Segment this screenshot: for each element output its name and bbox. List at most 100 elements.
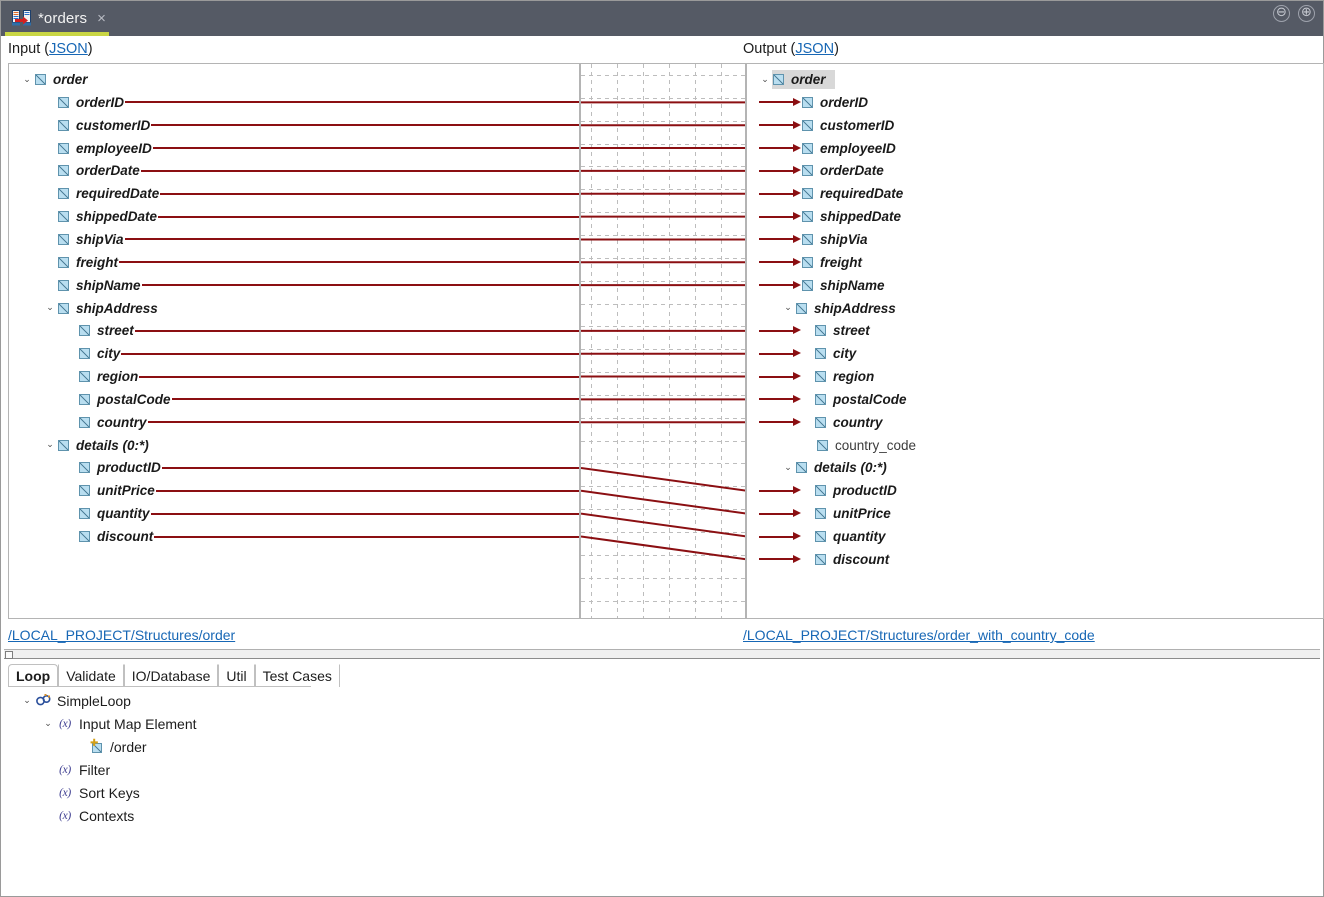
element-node-icon [58, 119, 69, 131]
output-label-prefix: Output ( [743, 41, 796, 57]
input-node-label: discount [97, 529, 154, 544]
input-tree-row[interactable]: shipName [42, 274, 141, 297]
mapping-grid-pane[interactable] [580, 63, 746, 619]
output-tree-row[interactable]: region [799, 365, 874, 388]
output-tree-row[interactable]: postalCode [799, 388, 907, 411]
output-format-link[interactable]: JSON [795, 41, 835, 57]
title-bar: *orders × ⊖ ⊕ [1, 1, 1323, 36]
twisty-expanded-icon[interactable]: ⌄ [46, 440, 54, 451]
output-connector-arrow [759, 375, 793, 378]
output-tree-row[interactable]: freight [786, 251, 862, 274]
loop-tree-row[interactable]: (x)Filter [40, 758, 110, 781]
input-node-label: unitPrice [97, 483, 155, 499]
minimize-icon[interactable]: ⊖ [1273, 5, 1290, 22]
input-structure-path-link[interactable]: /LOCAL_PROJECT/Structures/order [8, 627, 236, 643]
output-tree-row[interactable]: orderDate [786, 159, 884, 182]
grid-hline [581, 143, 745, 145]
output-structure-path-link[interactable]: /LOCAL_PROJECT/Structures/order_with_cou… [743, 627, 1095, 643]
output-tree-row[interactable]: country_code [801, 434, 916, 457]
output-tree-row[interactable]: productID [799, 479, 897, 502]
horizontal-splitter[interactable] [4, 649, 1320, 659]
twisty-expanded-icon[interactable]: ⌄ [44, 718, 52, 729]
close-icon[interactable]: × [97, 9, 106, 27]
bottom-tab-test-cases[interactable]: Test Cases [254, 664, 340, 687]
output-tree-row[interactable]: discount [799, 548, 889, 571]
input-tree-row[interactable]: employeeID [42, 137, 152, 160]
output-tree-row[interactable]: ⌄order [757, 68, 825, 91]
twisty-expanded-icon[interactable]: ⌄ [23, 74, 31, 85]
output-node-label: discount [833, 551, 890, 567]
output-tree-row[interactable]: shippedDate [786, 205, 901, 228]
input-tree-row[interactable]: orderID [42, 91, 124, 114]
input-tree-row[interactable]: country [63, 411, 147, 434]
twisty-expanded-icon[interactable]: ⌄ [23, 695, 31, 706]
input-connector-line [156, 489, 579, 492]
bottom-tab-loop[interactable]: Loop [8, 664, 59, 687]
output-tree-row[interactable]: shipName [786, 274, 885, 297]
input-tree-row[interactable]: street [63, 319, 134, 342]
output-tree-row[interactable]: city [799, 342, 856, 365]
input-format-link[interactable]: JSON [49, 41, 88, 57]
output-tree-row[interactable]: ⌄details (0:*) [780, 456, 887, 479]
input-tree-row[interactable]: orderDate [42, 159, 140, 182]
loop-tree-row[interactable]: ⌄SimpleLoop [19, 689, 131, 712]
bottom-tab-validate[interactable]: Validate [58, 664, 124, 687]
element-node-icon [802, 256, 813, 268]
input-tree-row[interactable]: productID [63, 456, 161, 479]
loop-node-label: Sort Keys [79, 784, 140, 801]
output-arrow-head [793, 486, 801, 495]
twisty-expanded-icon[interactable]: ⌄ [46, 303, 54, 313]
loop-tree-row[interactable]: (x)Contexts [40, 804, 134, 827]
output-tree-row[interactable]: country [799, 411, 883, 434]
twisty-expanded-icon[interactable]: ⌄ [784, 462, 792, 473]
input-tree-row[interactable]: ⌄shipAddress [42, 297, 158, 320]
grid-vline [695, 64, 696, 618]
output-tree-row[interactable]: requiredDate [786, 182, 903, 205]
grid-vline [669, 64, 670, 618]
output-tree-row[interactable]: shipVia [786, 228, 868, 251]
input-tree-row[interactable]: freight [42, 251, 118, 274]
element-node-icon [802, 165, 813, 177]
input-tree-row[interactable]: shippedDate [42, 205, 157, 228]
grid-hline [581, 120, 745, 122]
grid-hline [581, 349, 745, 351]
output-tree-row[interactable]: orderID [786, 91, 868, 114]
mapping-connector [581, 535, 745, 561]
output-arrow-head [793, 143, 801, 152]
output-tree-row[interactable]: employeeID [786, 137, 896, 160]
input-tree-row[interactable]: requiredDate [42, 182, 159, 205]
input-tree-row[interactable]: ⌄order [19, 68, 87, 91]
output-tree-row[interactable]: street [799, 319, 870, 342]
input-panel-label: Input (JSON) [8, 41, 93, 57]
input-tree-row[interactable]: discount [63, 525, 153, 548]
tab-title: *orders [38, 9, 88, 27]
output-tree-row[interactable]: ⌄shipAddress [780, 297, 896, 320]
twisty-expanded-icon[interactable]: ⌄ [761, 74, 769, 85]
output-tree-row[interactable]: customerID [786, 114, 894, 137]
output-tree-row[interactable]: unitPrice [799, 502, 891, 525]
bottom-tab-io-database[interactable]: IO/Database [123, 664, 219, 687]
output-connector-arrow [759, 238, 793, 241]
maximize-icon[interactable]: ⊕ [1298, 5, 1315, 22]
input-tree-row[interactable]: ⌄details (0:*) [42, 434, 149, 457]
input-tree-row[interactable]: city [63, 342, 120, 365]
input-tree-row[interactable]: customerID [42, 114, 150, 137]
input-node-label: city [97, 346, 121, 362]
input-tree-row[interactable]: region [63, 365, 138, 388]
loop-tree-row[interactable]: (x)Sort Keys [40, 781, 140, 804]
output-node-label: freight [820, 254, 862, 270]
input-tree-row[interactable]: quantity [63, 502, 150, 525]
input-tree-row[interactable]: unitPrice [63, 479, 155, 502]
input-tree-row[interactable]: postalCode [63, 388, 171, 411]
bottom-tab-util[interactable]: Util [218, 664, 255, 687]
twisty-expanded-icon[interactable]: ⌄ [784, 303, 792, 313]
output-connector-arrow [759, 192, 793, 195]
loop-tree-row[interactable]: ✚/order [74, 735, 147, 758]
input-tree-row[interactable]: shipVia [42, 228, 124, 251]
output-tree-row[interactable]: quantity [799, 525, 886, 548]
editor-tab-orders[interactable]: *orders × [5, 2, 115, 34]
output-arrow-head [793, 257, 801, 266]
loop-tree-row[interactable]: ⌄(x)Input Map Element [40, 712, 196, 735]
